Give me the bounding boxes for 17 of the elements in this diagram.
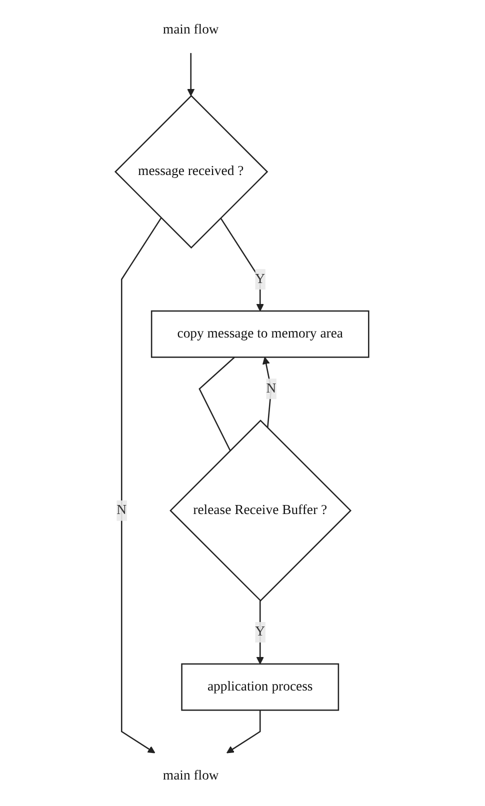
node-box: copy message to memory area (151, 310, 370, 358)
edge-label: Y (256, 272, 266, 286)
arrow (226, 710, 262, 754)
arrow (220, 218, 264, 312)
arrow (121, 218, 162, 754)
edge-label: Y (256, 624, 266, 640)
arrow (188, 53, 196, 96)
node-box: application process (182, 663, 340, 711)
node-text: main flow (163, 22, 220, 37)
connector (199, 356, 236, 451)
arrow (256, 600, 264, 664)
edge-label: N (117, 502, 128, 518)
node-diamond: message received ? (114, 94, 269, 249)
node-text: main flow (163, 768, 220, 783)
edge-label: N (266, 381, 277, 396)
node-diamond: release Receive Buffer ? (170, 420, 352, 602)
arrow (262, 356, 272, 428)
